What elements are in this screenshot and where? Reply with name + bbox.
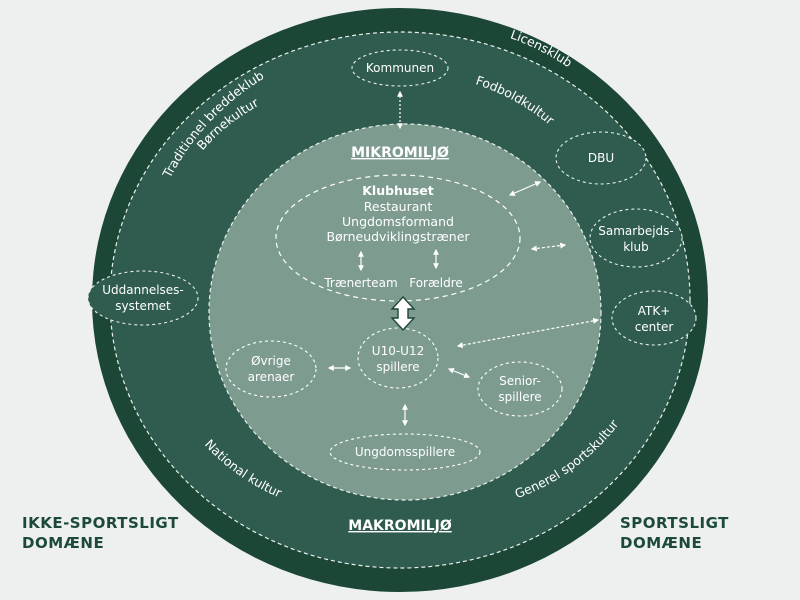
domain-right-line1: SPORTSLIGT bbox=[620, 514, 729, 532]
arrow-u10-senior bbox=[447, 367, 471, 379]
svg-text:systemet: systemet bbox=[115, 299, 171, 313]
svg-text:arenaer: arenaer bbox=[248, 370, 295, 384]
svg-text:U10-U12: U10-U12 bbox=[372, 344, 424, 358]
arrow-clubhouse-partner bbox=[530, 242, 567, 252]
coach-team-label: Trænerteam bbox=[323, 276, 397, 290]
svg-text:Ungdomsspillere: Ungdomsspillere bbox=[355, 445, 455, 459]
node-partner-club: Samarbejds- klub bbox=[589, 208, 683, 268]
micro-title: MIKROMILJØ bbox=[351, 145, 449, 161]
clubhouse-line-restaurant: Restaurant bbox=[364, 199, 433, 214]
svg-text:Øvrige: Øvrige bbox=[251, 354, 291, 368]
svg-text:Senior-: Senior- bbox=[499, 374, 541, 388]
node-municipality: Kommunen bbox=[351, 49, 449, 87]
domain-left-line1: IKKE-SPORTSLIGT bbox=[22, 514, 179, 532]
domain-right-line2: DOMÆNE bbox=[620, 534, 703, 552]
node-dbu: DBU bbox=[555, 131, 647, 185]
parents-label: Forældre bbox=[409, 276, 463, 290]
clubhouse-line-child-dev-coach: Børneudviklingstræner bbox=[326, 229, 470, 244]
svg-text:Kommunen: Kommunen bbox=[366, 61, 434, 75]
clubhouse-title: Klubhuset bbox=[362, 183, 434, 198]
domain-left-line2: DOMÆNE bbox=[22, 534, 105, 552]
svg-text:spillere: spillere bbox=[376, 360, 419, 374]
arrow-clubhouse-u10-big bbox=[390, 295, 416, 332]
clubhouse-line-youth-chair: Ungdomsformand bbox=[342, 214, 454, 229]
arrow-clubhouse-dbu bbox=[508, 181, 542, 196]
arrow-u10-atk bbox=[456, 317, 600, 349]
node-youth-players: Ungdomsspillere bbox=[329, 433, 481, 471]
node-other-arenas: Øvrige arenaer bbox=[225, 340, 317, 398]
svg-text:Samarbejds-: Samarbejds- bbox=[598, 224, 673, 238]
svg-text:DBU: DBU bbox=[588, 151, 614, 165]
svg-text:spillere: spillere bbox=[498, 390, 541, 404]
svg-text:ATK+: ATK+ bbox=[638, 304, 671, 318]
domain-label-sport: SPORTSLIGT DOMÆNE bbox=[620, 513, 729, 553]
svg-text:Uddannelses-: Uddannelses- bbox=[102, 283, 184, 297]
svg-text:klub: klub bbox=[623, 240, 649, 254]
node-education-system: Uddannelses- systemet bbox=[87, 270, 199, 326]
macro-title: MAKROMILJØ bbox=[348, 518, 452, 534]
clubhouse-ellipse bbox=[275, 174, 521, 302]
svg-text:center: center bbox=[635, 320, 674, 334]
domain-label-non-sport: IKKE-SPORTSLIGT DOMÆNE bbox=[22, 513, 179, 553]
node-u10-u12-players: U10-U12 spillere bbox=[357, 327, 439, 389]
node-senior-players: Senior- spillere bbox=[477, 361, 563, 417]
node-atk-center: ATK+ center bbox=[611, 290, 697, 346]
